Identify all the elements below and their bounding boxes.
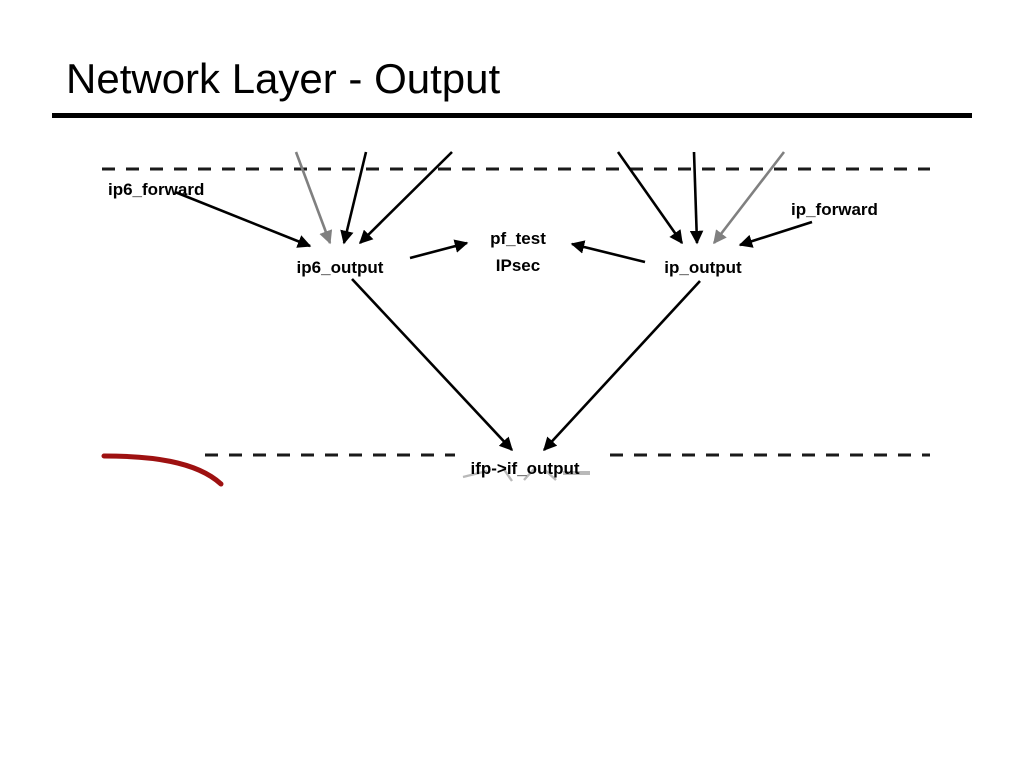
- ghost-marks: [462, 467, 590, 482]
- page-title: Network Layer - Output: [66, 55, 501, 102]
- edge-upper-gray2-to-ip_output: [712, 151, 786, 245]
- node-label-ip6_output: ip6_output: [296, 258, 384, 277]
- edge-upper-black2-to-ip6_output: [359, 151, 453, 244]
- edge-upper-black1-to-ip6_output: [340, 151, 368, 245]
- node-label-ip6_forward: ip6_forward: [108, 180, 205, 199]
- edge-upper-black4-to-ip_output: [689, 151, 704, 245]
- edge-ip_output-to-if_output: [543, 280, 701, 451]
- edge-ip6_output-to-pf_test: [409, 239, 469, 260]
- edge-upper-black3-to-ip_output: [616, 151, 684, 245]
- edge-upper-gray-to-ip6_output: [294, 151, 333, 245]
- node-label-ifp-if_output: ifp->if_output: [470, 459, 580, 478]
- node-label-pf_test: pf_test: [490, 229, 546, 248]
- node-label-ip_forward: ip_forward: [791, 200, 878, 219]
- edge-ip_output-to-pf_test: [570, 240, 646, 264]
- node-label-ipsec: IPsec: [495, 256, 541, 275]
- node-label-ip_output: ip_output: [664, 258, 742, 277]
- edge-ip_forward-to-ip_output: [738, 220, 813, 248]
- edge-ip6_output-to-if_output: [351, 278, 513, 451]
- title-underline-rule: [52, 113, 972, 118]
- edge-ip6_forward-to-ip6_output: [174, 190, 312, 248]
- red-highlight-curve: [101, 453, 224, 487]
